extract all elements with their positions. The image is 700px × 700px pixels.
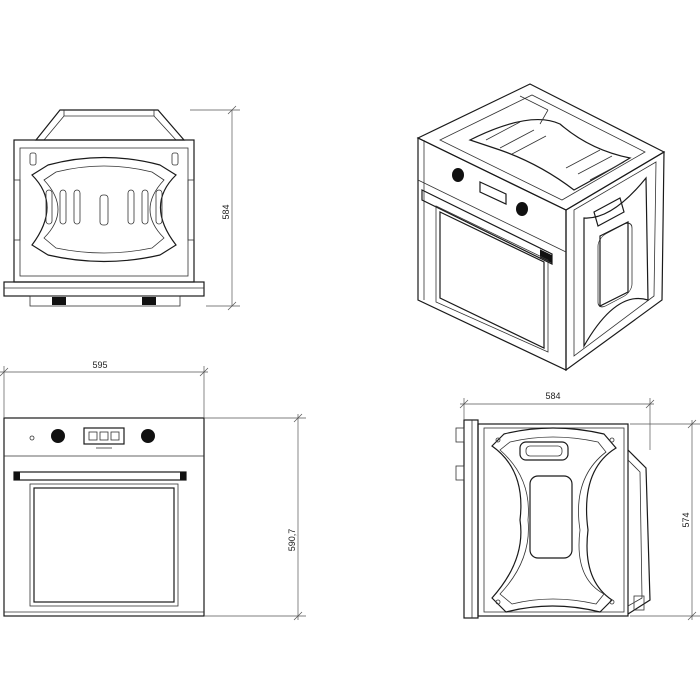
front-view [3, 417, 205, 617]
front-view-height-dimension: 590,7 [204, 413, 306, 621]
top-view [3, 109, 205, 307]
top-view-depth-dimension: 584 [190, 105, 240, 311]
front-view-width-dimension: 595 [0, 360, 209, 418]
top-view-depth-label: 584 [221, 204, 231, 219]
front-view-width-label: 595 [92, 360, 107, 370]
front-view-height-label: 590,7 [287, 529, 297, 552]
side-view-height-dimension: 574 [630, 419, 700, 621]
side-view-height-label: 574 [681, 512, 691, 527]
isometric-view [416, 83, 666, 372]
side-view-depth-label: 584 [545, 391, 560, 401]
side-view [455, 419, 651, 619]
side-view-depth-dimension: 584 [459, 391, 655, 450]
